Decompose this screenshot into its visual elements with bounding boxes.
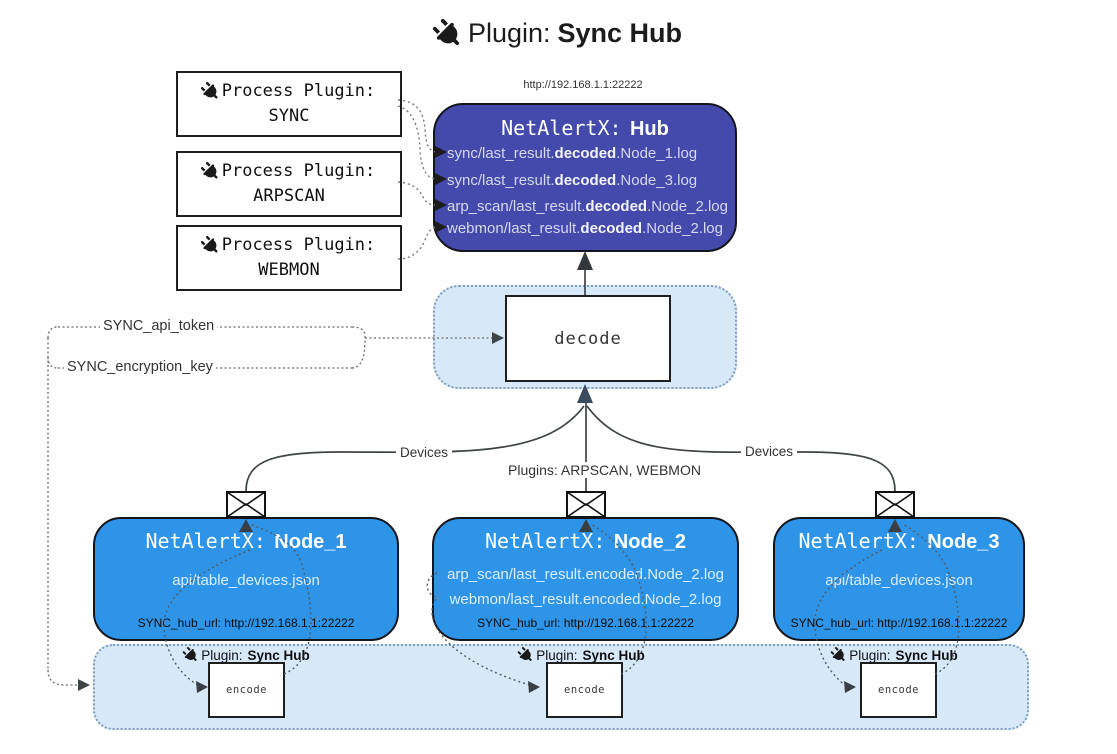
- hub-title: NetAlertX:Hub: [501, 116, 669, 140]
- encode-box: encode: [860, 662, 937, 718]
- envelope-icon: [875, 491, 915, 518]
- hub-log-line: arp_scan/last_result.decoded.Node_2.log: [447, 198, 728, 215]
- plug-icon: [517, 646, 532, 661]
- process-plugin-sync: Process Plugin: SYNC: [176, 71, 402, 137]
- sync-api-token-label: SYNC_api_token: [100, 318, 218, 334]
- process-plugin-name: SYNC: [268, 106, 310, 126]
- node-1: NetAlertX:Node_1 api/table_devices.json …: [93, 517, 399, 641]
- encode-box: encode: [208, 662, 285, 718]
- edge-label-devices-right: Devices: [741, 444, 798, 459]
- node-hub-url: SYNC_hub_url: http://192.168.1.1:22222: [137, 616, 355, 630]
- title-name: Sync Hub: [557, 18, 683, 48]
- hub-url-label: http://192.168.1.1:22222: [523, 79, 643, 91]
- edge-label-plugins: Plugins: ARPSCAN, WEBMON: [504, 462, 705, 478]
- node-title: NetAlertX:Node_3: [798, 529, 1000, 553]
- hub-log-line: sync/last_result.decoded.Node_3.log: [447, 172, 698, 189]
- decode-box: decode: [505, 295, 671, 382]
- plug-icon: [200, 235, 218, 253]
- encode-section-label: Plugin:Sync Hub: [830, 646, 958, 663]
- process-plugin-arpscan: Process Plugin: ARPSCAN: [176, 151, 402, 217]
- arrowhead: [577, 251, 593, 270]
- plug-icon: [432, 18, 460, 45]
- hub-log-line: sync/last_result.decoded.Node_1.log: [447, 145, 698, 162]
- sync-encryption-key-label: SYNC_encryption_key: [64, 359, 216, 375]
- plug-icon: [200, 81, 218, 99]
- node-3: NetAlertX:Node_3 api/table_devices.json …: [773, 517, 1025, 641]
- node-hub-url: SYNC_hub_url: http://192.168.1.1:22222: [477, 616, 694, 630]
- node-file: api/table_devices.json: [825, 572, 973, 589]
- plug-icon: [182, 646, 197, 661]
- hub-log-line: webmon/last_result.decoded.Node_2.log: [447, 220, 723, 237]
- node-title: NetAlertX:Node_2: [484, 529, 687, 553]
- process-plugin-name: ARPSCAN: [253, 186, 325, 206]
- node-2: NetAlertX:Node_2 arp_scan/last_result.en…: [432, 517, 739, 641]
- edge-label-devices-left: Devices: [396, 445, 453, 460]
- envelope-icon: [226, 491, 266, 518]
- plug-icon: [830, 646, 845, 661]
- plugin-hub-edges: [397, 99, 437, 260]
- node-hub-url: SYNC_hub_url: http://192.168.1.1:22222: [790, 616, 1008, 630]
- encode-box: encode: [546, 662, 623, 718]
- title-prefix: Plugin:: [467, 18, 551, 48]
- arrowhead: [78, 679, 90, 691]
- node-file: arp_scan/last_result.encoded.Node_2.log: [447, 566, 724, 583]
- process-plugin-name: WEBMON: [258, 260, 320, 280]
- encode-section-label: Plugin:Sync Hub: [517, 646, 645, 663]
- plug-icon: [200, 161, 218, 179]
- node-title: NetAlertX:Node_1: [145, 529, 347, 553]
- node-file: api/table_devices.json: [172, 572, 320, 589]
- encode-section-label: Plugin:Sync Hub: [182, 646, 310, 663]
- hub-node: NetAlertX:Hub sync/last_result.decoded.N…: [433, 103, 737, 252]
- page-title: Plugin: Sync Hub: [0, 18, 1117, 49]
- process-plugin-webmon: Process Plugin: WEBMON: [176, 225, 402, 291]
- envelope-icon: [566, 491, 606, 518]
- node-file: webmon/last_result.encoded.Node_2.log: [449, 591, 722, 608]
